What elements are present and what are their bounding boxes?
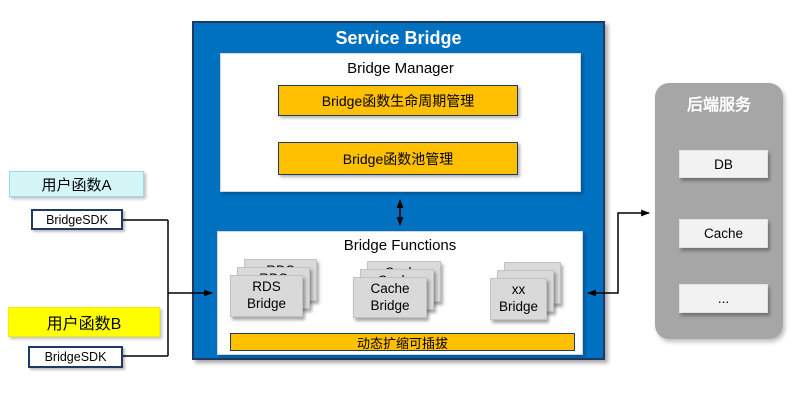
cache-bridge-card-front: Cache Bridge xyxy=(353,277,427,318)
rds-bridge-stack: RDS Bridge RDS Bridge RDS Bridge xyxy=(230,259,317,317)
user-function-a-box: 用户函数A xyxy=(9,171,144,197)
user-function-b-box: 用户函数B xyxy=(8,307,160,337)
xx-bridge-stack: xx Bridge xx Bridge xx Bridge xyxy=(490,262,561,320)
backend-cache-box: Cache xyxy=(679,219,768,248)
bridge-manager-title: Bridge Manager xyxy=(347,59,454,77)
xx-bridge-card-front: xx Bridge xyxy=(490,278,547,320)
dynamic-scaling-banner: 动态扩缩可插拔 xyxy=(230,333,575,351)
backend-more-box: ... xyxy=(679,284,768,313)
cache-bridge-stack: Cache Bridge Cache Bridge Cache Bridge xyxy=(353,261,441,318)
backend-services-title: 后端服务 xyxy=(686,97,751,114)
bridge-sdk-b-box: BridgeSDK xyxy=(28,346,123,368)
bridge-functions-title: Bridge Functions xyxy=(343,236,457,254)
service-bridge-title: Service Bridge xyxy=(335,27,462,48)
backend-db-box: DB xyxy=(679,150,768,178)
bridge-sdk-a-box: BridgeSDK xyxy=(31,209,123,230)
rds-bridge-card-front: RDS Bridge xyxy=(230,275,303,317)
bridge-pool-management-box: Bridge函数池管理 xyxy=(278,142,518,175)
bridge-lifecycle-management-box: Bridge函数生命周期管理 xyxy=(278,85,518,116)
